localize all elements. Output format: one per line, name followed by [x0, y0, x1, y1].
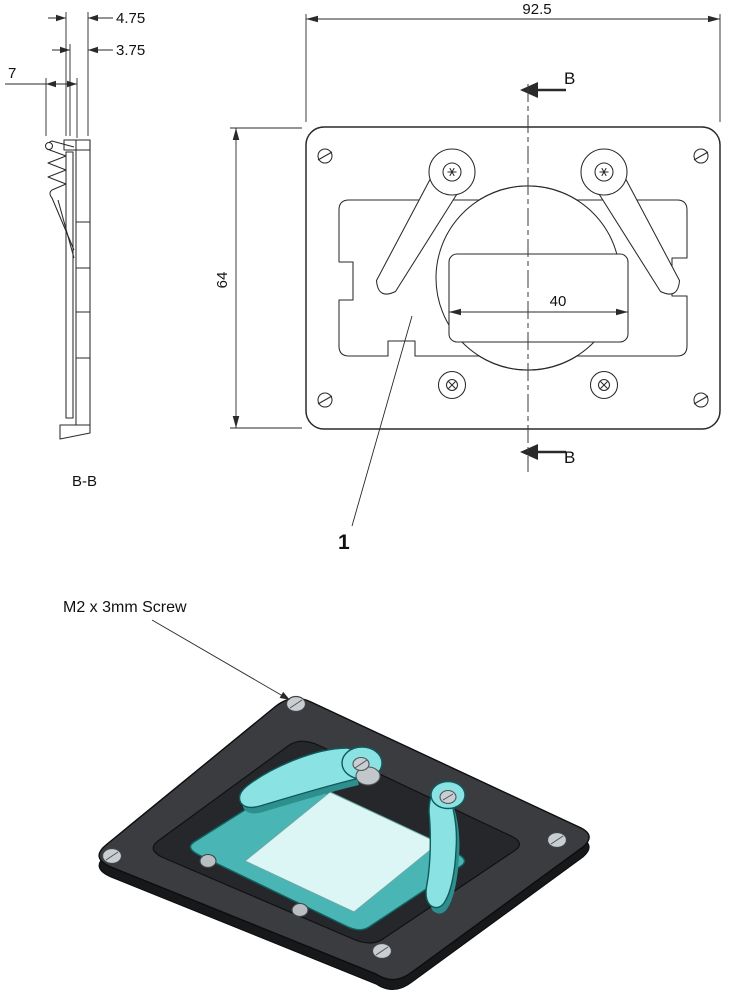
dim-7-value: 7 — [8, 65, 16, 82]
corner-screw-slots — [317, 151, 709, 405]
screw-slot — [105, 851, 119, 861]
section-arrow-icon — [520, 82, 538, 98]
spring-hook — [44, 141, 54, 151]
dim-92-5-value: 92.5 — [522, 1, 551, 18]
screw-slot — [354, 759, 368, 769]
dim-3-75: 3.75 — [52, 42, 145, 136]
item-number-label: 1 — [338, 531, 350, 554]
dim-4-75-value: 4.75 — [116, 10, 145, 27]
dim-3-75-lines — [52, 44, 113, 136]
lever-left-body — [375, 163, 467, 295]
spring-clip — [46, 140, 75, 251]
screw-annotation-label: M2 x 3mm Screw — [63, 599, 187, 616]
dim-40-value: 40 — [550, 293, 567, 310]
front-view — [305, 126, 721, 430]
torx-icon — [447, 167, 457, 177]
isometric-view — [98, 695, 590, 990]
dim-4-75-lines — [48, 12, 113, 136]
screw-slot — [375, 946, 389, 956]
section-arrow-icon — [520, 444, 538, 460]
section-feature-lines — [76, 221, 90, 359]
section-view-bb: B-B — [44, 139, 97, 490]
screw-slot — [442, 793, 454, 801]
lever-left — [375, 148, 476, 295]
leader-arrowhead — [279, 691, 290, 700]
iso-corner-screws — [101, 695, 568, 960]
dim-7-lines — [5, 78, 78, 138]
dim-92-5: 92.5 — [305, 1, 721, 122]
iso-lever-right — [425, 780, 466, 914]
screw-slot — [550, 835, 564, 845]
section-marker-top: B — [520, 69, 575, 98]
bottom-screws — [437, 370, 619, 400]
dim-64-value: 64 — [214, 272, 231, 289]
lever-right-body — [589, 163, 681, 295]
section-main-plate — [75, 139, 91, 426]
dim-3-75-arrows — [60, 46, 98, 54]
iso-lever-upper — [238, 746, 383, 814]
inner-opening-contour — [338, 185, 688, 371]
section-marker-bottom-label: B — [564, 448, 575, 467]
dim-92-5-lines — [305, 14, 721, 122]
section-marker-top-label: B — [564, 69, 575, 88]
corner-screws — [317, 148, 709, 408]
lever-right — [580, 148, 681, 295]
dome-screw-icon — [291, 902, 309, 918]
cpu-die — [244, 791, 440, 913]
section-label: B-B — [72, 473, 97, 490]
spring-arm — [57, 199, 75, 259]
section-bottom-flange — [59, 424, 91, 440]
dim-64: 64 — [214, 127, 302, 429]
dim-7-arrows — [46, 80, 77, 88]
torx-icon — [448, 381, 456, 389]
dome-screw-icon — [199, 853, 217, 869]
torx-icon — [599, 167, 609, 177]
dim-64-lines — [230, 127, 302, 429]
section-backing-plate — [65, 151, 74, 419]
dim-4-75-arrows — [56, 14, 98, 22]
dim-4-75: 4.75 — [48, 10, 145, 136]
dim-7: 7 — [5, 65, 78, 138]
die-frame-rect — [448, 253, 629, 343]
dim-40: 40 — [449, 293, 628, 316]
section-marker-bottom: B — [520, 444, 575, 467]
screw-annotation-leader — [151, 619, 289, 700]
screw-slot — [289, 699, 303, 709]
item-leader-line — [351, 315, 413, 527]
dim-3-75-value: 3.75 — [116, 42, 145, 59]
screw-annotation: M2 x 3mm Screw — [63, 599, 290, 700]
torx-icon — [600, 381, 608, 389]
item-callout-1: 1 — [338, 315, 413, 554]
